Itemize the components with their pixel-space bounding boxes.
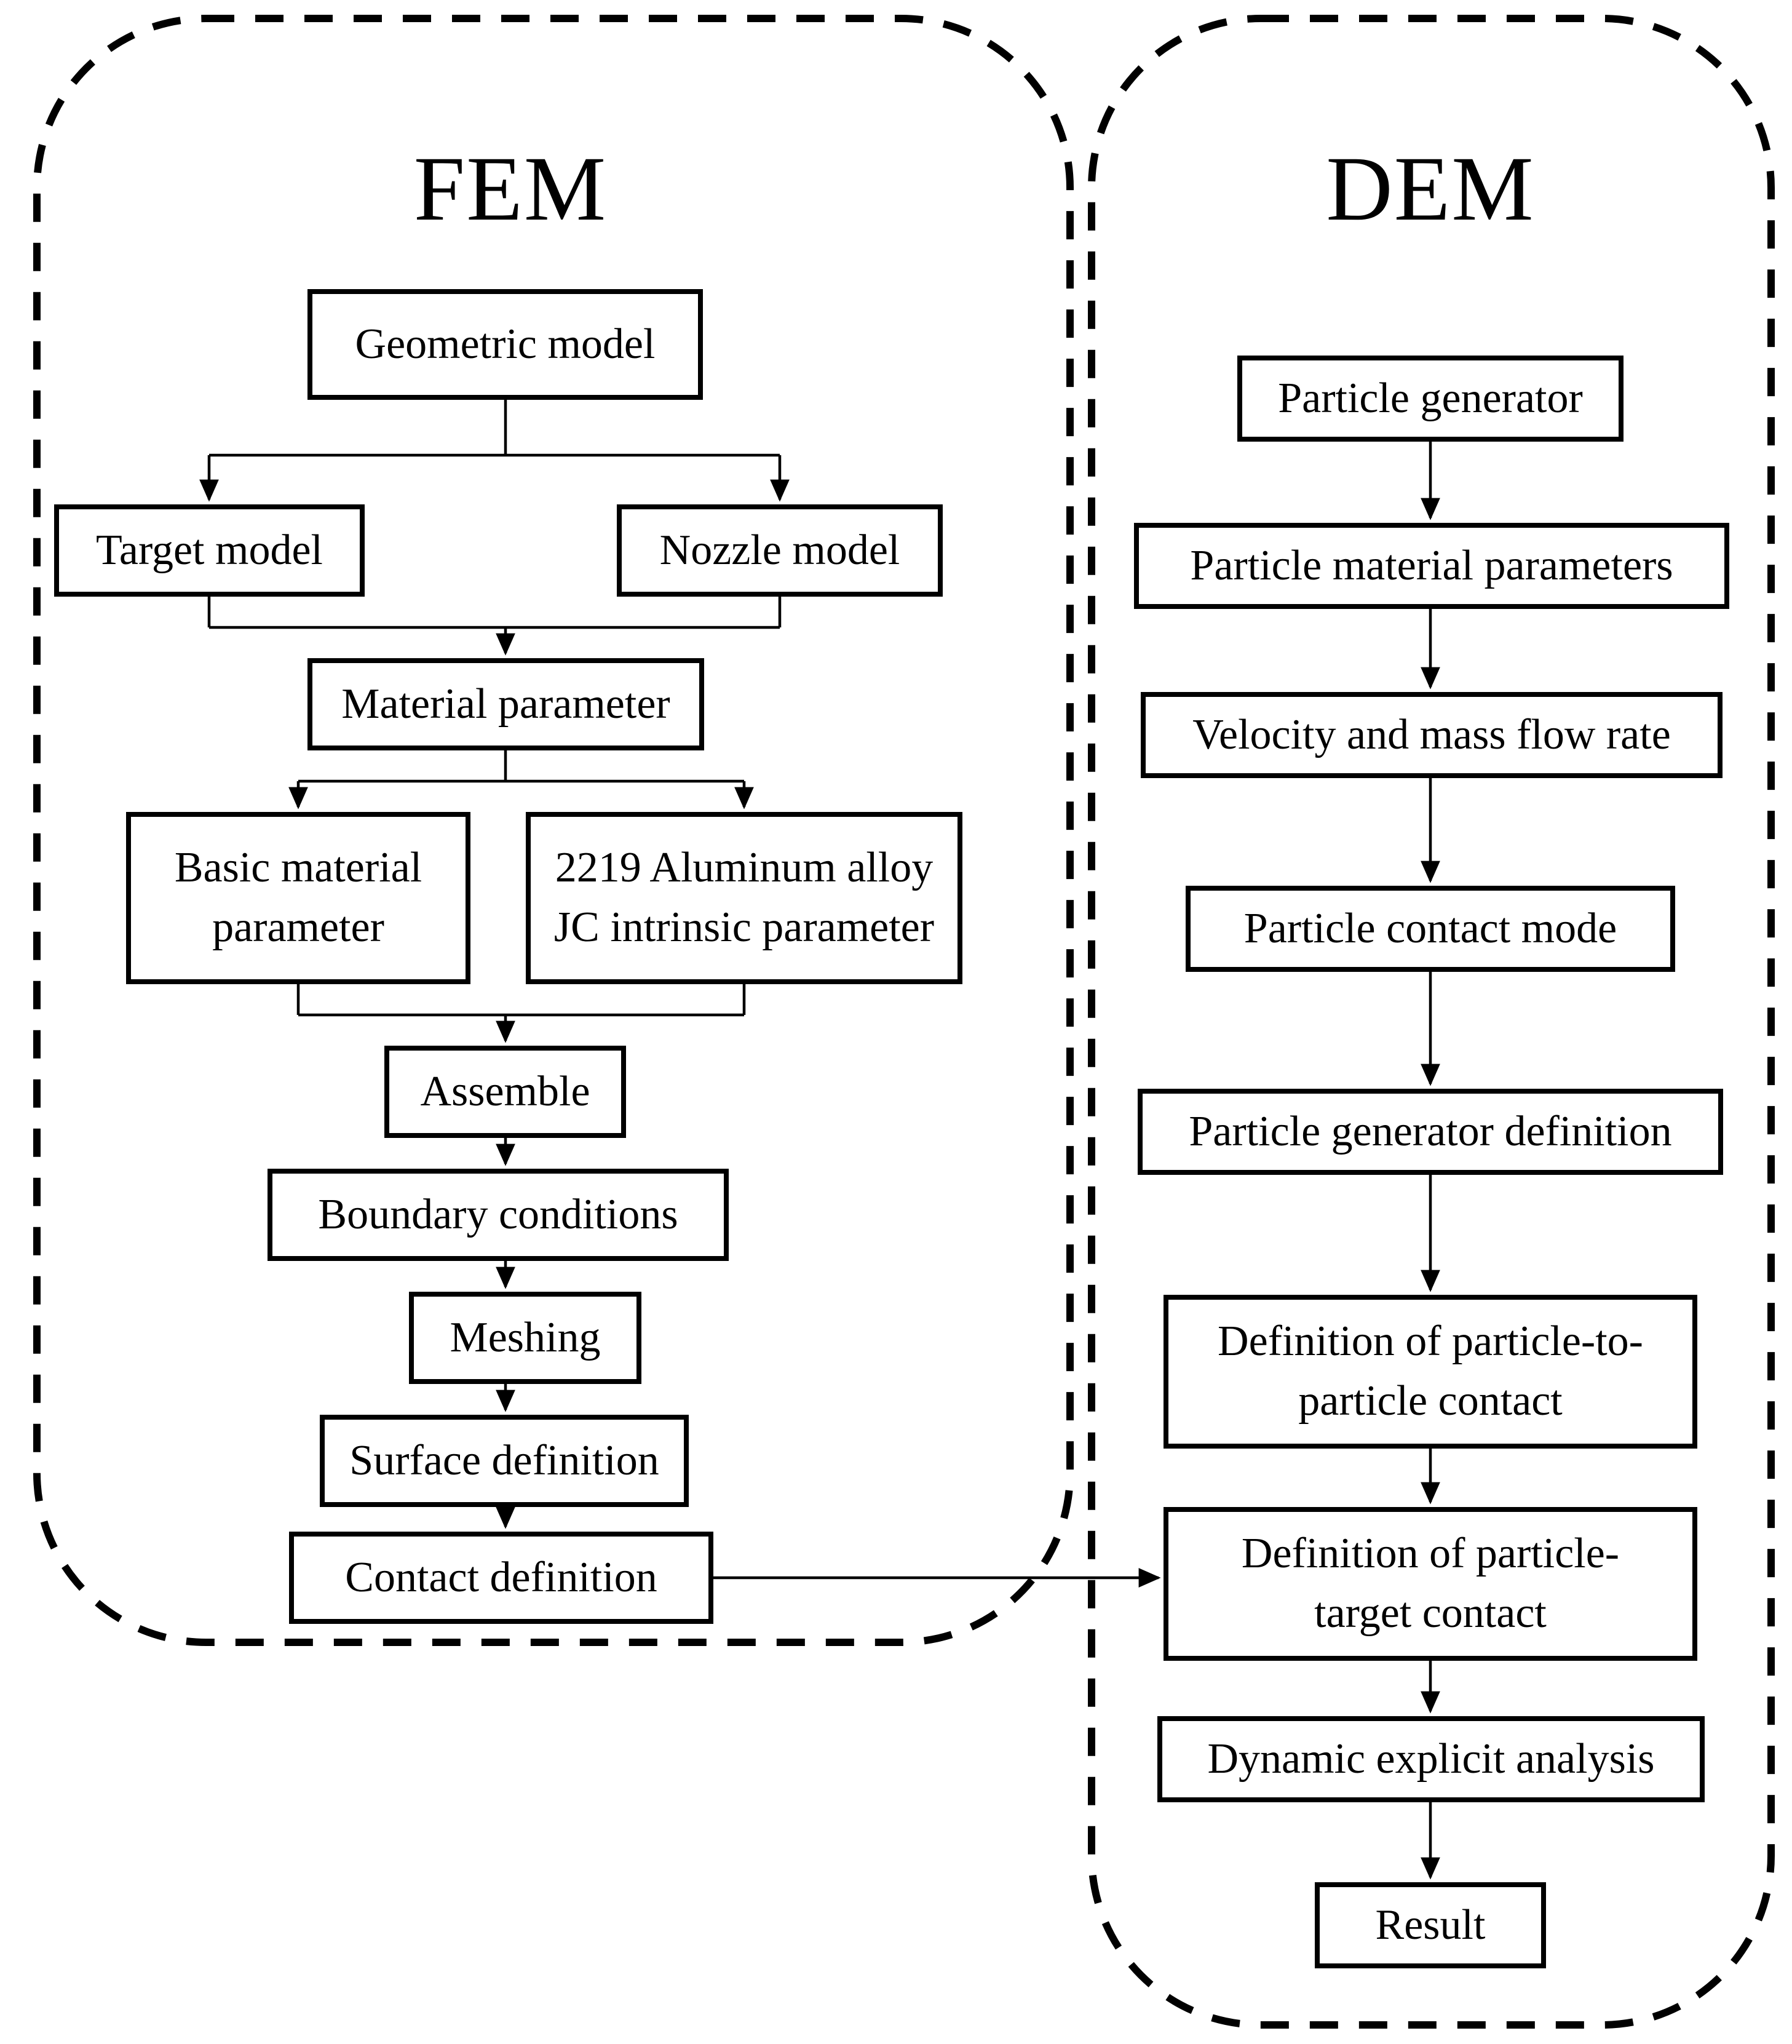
node-label: Velocity and mass flow rate [1192,710,1671,758]
node-label: Result [1375,1901,1486,1949]
node-label: Material parameter [341,680,670,728]
node-geometric-model: Geometric model [307,289,703,400]
node-target-model: Target model [54,504,365,597]
node-dynamic-explicit-analysis: Dynamic explicit analysis [1157,1716,1705,1802]
node-label-line1: 2219 Aluminum alloy [555,844,934,892]
node-particle-contact-mode: Particle contact mode [1186,886,1675,972]
node-particle-to-particle-contact: Definition of particle-to- particle cont… [1164,1295,1697,1449]
node-label-line2: JC intrinsic parameter [553,904,935,951]
node-label-line2: parameter [212,904,384,951]
node-label: Geometric model [355,320,656,368]
edge-parameters-merge [296,984,746,1017]
node-particle-material-parameters: Particle material parameters [1134,523,1729,609]
node-particle-generator-definition: Particle generator definition [1138,1089,1723,1175]
fem-panel-title: FEM [413,138,608,240]
node-label: Particle contact mode [1243,904,1617,952]
node-label: Assemble [420,1067,590,1115]
node-surface-definition: Surface definition [320,1415,689,1507]
node-particle-target-contact: Definition of particle- target contact [1164,1507,1697,1661]
node-label-line1: Definition of particle- [1241,1530,1620,1578]
node-assemble: Assemble [384,1046,626,1138]
node-label: Particle generator [1278,374,1583,422]
node-label: Dynamic explicit analysis [1207,1735,1655,1783]
edge-geometric-branch [209,400,780,457]
node-label: Target model [96,526,323,574]
node-label-line1: Basic material [174,844,422,892]
node-material-parameter: Material parameter [307,658,704,750]
node-label: Particle material parameters [1190,541,1673,589]
node-label: Contact definition [345,1553,657,1601]
node-basic-material-parameter: Basic material parameter [126,812,470,984]
edge-material-branch [298,750,744,783]
node-label: Boundary conditions [318,1190,678,1238]
node-label-line1: Definition of particle-to- [1218,1318,1643,1366]
dem-panel-outline [1088,15,1775,2029]
edge-models-merge [207,597,782,629]
node-label: Particle generator definition [1189,1107,1672,1155]
node-velocity-and-mass-flow-rate: Velocity and mass flow rate [1141,692,1723,778]
node-label-line2: particle contact [1298,1377,1563,1425]
node-boundary-conditions: Boundary conditions [268,1169,729,1261]
node-meshing: Meshing [409,1292,641,1384]
dem-panel-title: DEM [1326,138,1535,240]
node-result: Result [1315,1882,1546,1968]
node-label: Nozzle model [659,526,900,574]
fem-panel-outline [33,15,1074,1646]
node-particle-generator: Particle generator [1237,356,1624,442]
node-label: Surface definition [349,1436,659,1484]
panel-outlines [33,15,1775,2029]
node-label: Meshing [450,1313,601,1361]
node-contact-definition: Contact definition [289,1532,713,1624]
node-label-line2: target contact [1314,1589,1547,1637]
node-jc-intrinsic-parameter: 2219 Aluminum alloy JC intrinsic paramet… [526,812,962,984]
fem-edges [199,400,790,1529]
node-nozzle-model: Nozzle model [617,504,943,597]
